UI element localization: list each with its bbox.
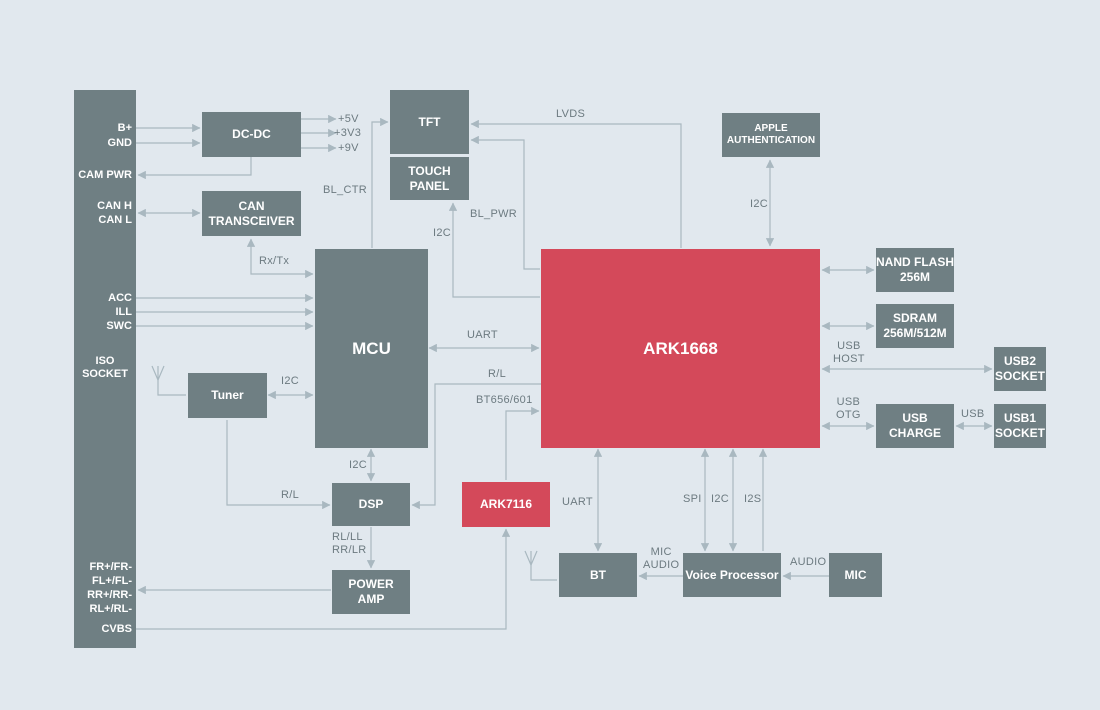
iso-pin-cvbs: CVBS — [101, 623, 132, 635]
can-transceiver-block: CAN TRANSCEIVER — [202, 191, 301, 236]
power-amp-block: POWER AMP — [332, 570, 410, 614]
label-usb: USB — [961, 408, 985, 420]
ark1668-block: ARK1668 — [541, 249, 820, 448]
label-bl-pwr: BL_PWR — [470, 208, 518, 220]
mcu-block: MCU — [315, 249, 428, 448]
usb-charge-block: USB CHARGE — [876, 404, 954, 448]
iso-pin-speakers: FR+/FR- FL+/FL- RR+/RR- RL+/RL- — [87, 561, 132, 615]
label-uart-mcu: UART — [467, 329, 498, 341]
iso-pin-can-h: CAN H — [97, 200, 132, 212]
usb1-socket-block: USB1 SOCKET — [994, 404, 1046, 448]
label-lvds: LVDS — [556, 108, 586, 120]
nand-flash-block: NAND FLASH 256M — [876, 248, 954, 292]
label-i2c-touch: I2C — [433, 227, 452, 239]
label-i2s: I2S — [744, 493, 762, 505]
iso-pin-can-l: CAN L — [98, 214, 132, 226]
label-3v3: +3V3 — [334, 127, 362, 139]
label-bl-ctr: BL_CTR — [323, 184, 367, 196]
label-9v: +9V — [338, 142, 359, 154]
label-i2c-apple: I2C — [750, 198, 769, 210]
label-rl-tuner: R/L — [281, 489, 300, 501]
label-bt656: BT656/601 — [476, 394, 533, 406]
iso-pin-ill: ILL — [115, 306, 133, 318]
dsp-block: DSP — [332, 483, 410, 526]
iso-pin-swc: SWC — [106, 320, 132, 332]
voice-processor-block: Voice Processor — [683, 553, 781, 597]
label-rl-ll: RL/LL RR/LR — [332, 531, 367, 556]
label-rx-tx: Rx/Tx — [259, 255, 290, 267]
usb2-socket-block: USB2 SOCKET — [994, 347, 1046, 391]
iso-pin-gnd: GND — [107, 137, 132, 149]
touch-panel-block: TOUCH PANEL — [390, 157, 469, 200]
label-i2c-tuner: I2C — [281, 375, 300, 387]
apple-authentication-block: APPLE AUTHENTICATION — [722, 113, 820, 157]
ark7116-block: ARK7116 — [462, 482, 550, 527]
label-audio: AUDIO — [790, 556, 827, 568]
dcdc-block: DC-DC — [202, 112, 301, 157]
mic-block: MIC — [829, 553, 882, 597]
sdram-block: SDRAM 256M/512M — [876, 304, 954, 348]
label-5v: +5V — [338, 113, 359, 125]
iso-socket-bar — [74, 90, 136, 648]
bt-block: BT — [559, 553, 637, 597]
label-rl-ark: R/L — [488, 368, 507, 380]
label-usb-host: USB HOST — [833, 340, 865, 365]
label-spi: SPI — [683, 493, 702, 505]
iso-pin-acc: ACC — [108, 292, 132, 304]
iso-pin-cam-pwr: CAM PWR — [78, 169, 132, 181]
iso-pin-b-plus: B+ — [117, 122, 132, 134]
iso-socket-title: ISO SOCKET — [82, 355, 128, 380]
label-i2c-voice: I2C — [711, 493, 730, 505]
tft-block: TFT — [390, 90, 469, 154]
tuner-block: Tuner — [188, 373, 267, 418]
label-mic-audio: MIC AUDIO — [643, 546, 680, 571]
label-usb-otg: USB OTG — [836, 396, 861, 421]
label-i2c-dsp: I2C — [349, 459, 368, 471]
label-uart-bt: UART — [562, 496, 593, 508]
